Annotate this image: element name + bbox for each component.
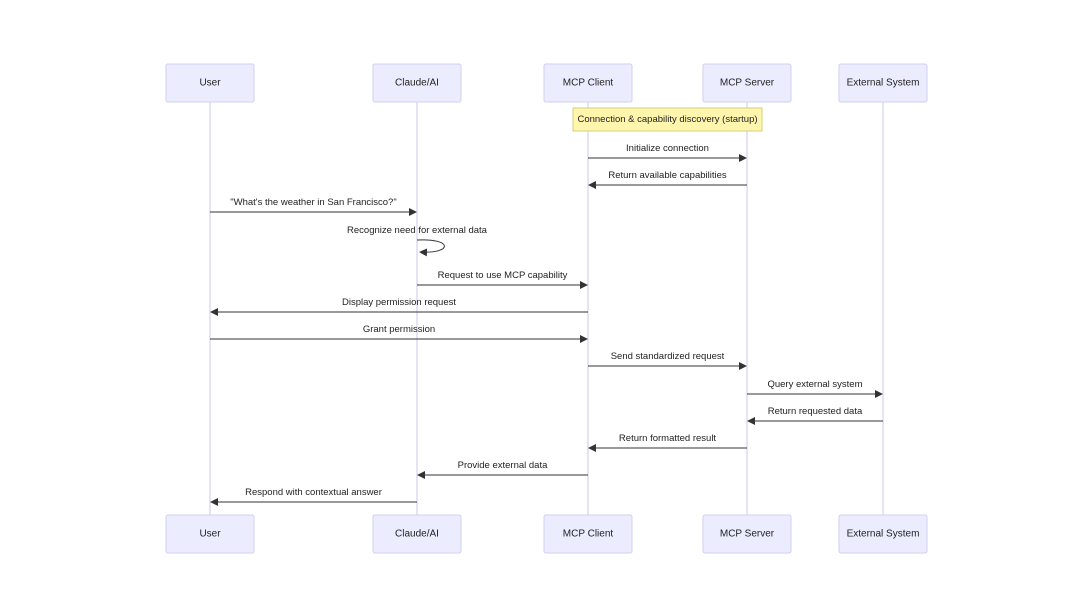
participant-external-top: External System — [838, 63, 928, 103]
message-4: Recognize need for external data — [347, 225, 488, 257]
message-label: Return formatted result — [619, 433, 717, 444]
message-5: Request to use MCP capability — [417, 270, 588, 289]
message-label: Respond with contextual answer — [245, 487, 382, 498]
participant-user-bottom: User — [165, 514, 255, 554]
message-11: Return formatted result — [588, 433, 747, 452]
participant-label: User — [199, 78, 221, 89]
participant-box — [702, 63, 792, 103]
message-label: Initialize connection — [626, 143, 709, 154]
message-label: Display permission request — [342, 297, 456, 308]
participant-server-bottom: MCP Server — [702, 514, 792, 554]
participant-box — [165, 63, 255, 103]
message-label: Send standardized request — [611, 351, 725, 362]
participant-label: MCP Client — [563, 529, 614, 540]
participant-label: External System — [847, 529, 920, 540]
participant-box — [543, 63, 633, 103]
participant-ai-top: Claude/AI — [372, 63, 462, 103]
message-label: Recognize need for external data — [347, 225, 488, 236]
participant-external-bottom: External System — [838, 514, 928, 554]
message-10: Return requested data — [747, 406, 883, 425]
participant-box — [838, 514, 928, 554]
message-label: Grant permission — [363, 324, 435, 335]
participant-box — [702, 514, 792, 554]
participant-label: Claude/AI — [395, 529, 439, 540]
message-label: Request to use MCP capability — [438, 270, 568, 281]
participant-client-top: MCP Client — [543, 63, 633, 103]
note-box — [572, 107, 763, 132]
participant-label: MCP Server — [720, 529, 775, 540]
message-7: Grant permission — [210, 324, 588, 343]
message-9: Query external system — [747, 379, 883, 398]
note-text: Connection & capability discovery (start… — [577, 114, 757, 125]
note-connection-discovery: Connection & capability discovery (start… — [572, 107, 763, 132]
message-label: "What's the weather in San Francisco?" — [230, 197, 396, 208]
message-label: Provide external data — [458, 460, 548, 471]
participant-label: MCP Client — [563, 78, 614, 89]
participant-box — [372, 63, 462, 103]
message-6: Display permission request — [210, 297, 588, 316]
message-3: "What's the weather in San Francisco?" — [210, 197, 417, 216]
participant-label: MCP Server — [720, 78, 775, 89]
participant-server-top: MCP Server — [702, 63, 792, 103]
participant-box — [543, 514, 633, 554]
message-label: Return requested data — [768, 406, 863, 417]
participant-label: External System — [847, 78, 920, 89]
participant-client-bottom: MCP Client — [543, 514, 633, 554]
participant-label: User — [199, 529, 221, 540]
message-2: Return available capabilities — [588, 170, 747, 189]
participant-box — [372, 514, 462, 554]
participant-box — [165, 514, 255, 554]
message-12: Provide external data — [417, 460, 588, 479]
message-label: Query external system — [767, 379, 862, 390]
participant-user-top: User — [165, 63, 255, 103]
message-13: Respond with contextual answer — [210, 487, 417, 506]
self-message-arrow — [416, 239, 445, 257]
message-8: Send standardized request — [588, 351, 747, 370]
participant-label: Claude/AI — [395, 78, 439, 89]
message-label: Return available capabilities — [608, 170, 727, 181]
participant-ai-bottom: Claude/AI — [372, 514, 462, 554]
message-1: Initialize connection — [588, 143, 747, 162]
participant-box — [838, 63, 928, 103]
